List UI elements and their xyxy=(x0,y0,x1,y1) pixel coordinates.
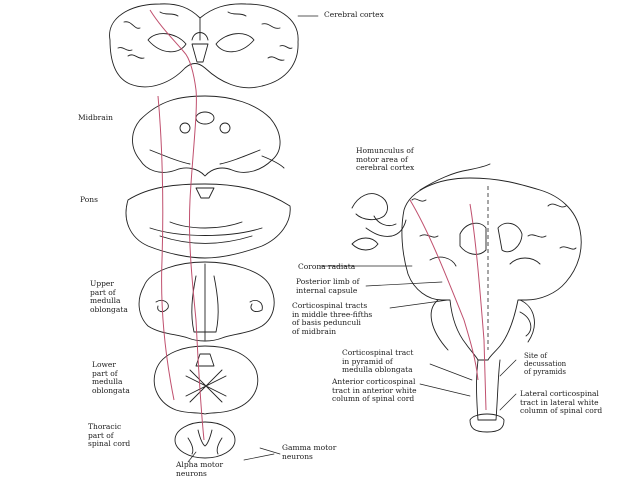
upper-medulla-section xyxy=(138,261,275,342)
label-alpha-motor-neurons: Alpha motor neurons xyxy=(176,460,224,478)
label-upper-medulla: Upper part of medulla oblongata xyxy=(90,279,128,314)
label-decussation: Site of decussation of pyramids xyxy=(524,352,567,377)
label-homunculus: Homunculus of motor area of cerebral cor… xyxy=(356,146,415,173)
lateral-brain-figure xyxy=(401,177,582,433)
label-lateral-corticospinal: Lateral corticospinal tract in lateral w… xyxy=(520,389,603,416)
label-corticospinal-peduncle: Corticospinal tracts in middle three-fif… xyxy=(292,301,373,336)
leader-lines xyxy=(187,15,517,463)
homunculus-drawing xyxy=(351,163,491,251)
tract-lines xyxy=(149,9,487,441)
label-gamma-motor-neurons: Gamma motor neurons xyxy=(282,443,337,461)
label-thoracic-cord: Thoracic part of spinal cord xyxy=(88,422,131,449)
lower-medulla-section xyxy=(153,345,259,415)
label-midbrain: Midbrain xyxy=(78,113,113,122)
label-corticospinal-pyramid: Corticospinal tract in pyramid of medull… xyxy=(342,348,414,375)
pons-section xyxy=(125,183,291,259)
label-posterior-limb: Posterior limb of internal capsule xyxy=(296,277,360,295)
midbrain-section xyxy=(132,95,285,177)
cortex-section xyxy=(109,3,299,89)
label-cerebral-cortex: Cerebral cortex xyxy=(324,10,384,19)
label-anterior-corticospinal: Anterior corticospinal tract in anterior… xyxy=(332,377,417,404)
label-corona-radiata: Corona radiata xyxy=(298,262,356,271)
thoracic-cord-section xyxy=(174,421,236,459)
label-lower-medulla: Lower part of medulla oblongata xyxy=(92,360,130,395)
label-pons: Pons xyxy=(80,195,98,204)
